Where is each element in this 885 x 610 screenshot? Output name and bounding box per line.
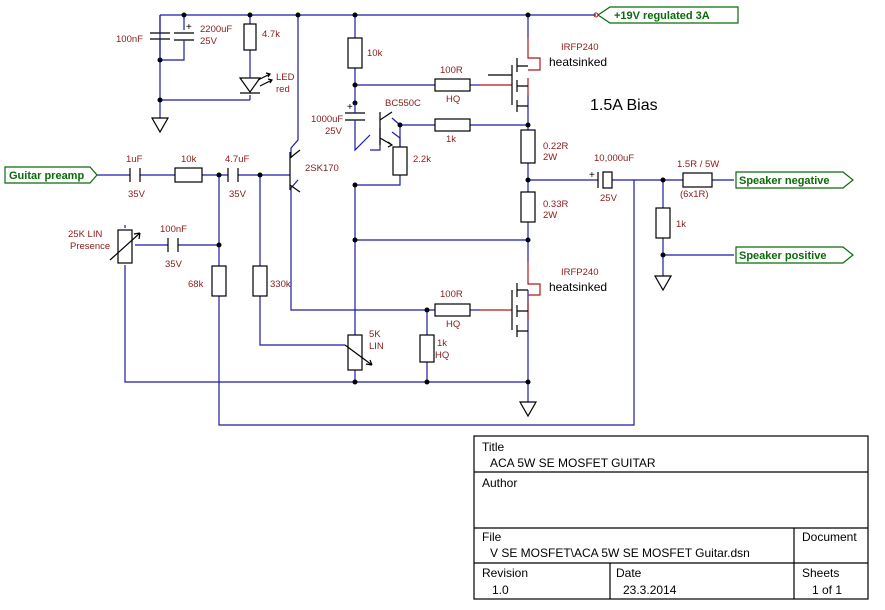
resistor-1k-mid [434,118,471,132]
file-label: File [482,530,502,544]
resistor-4k7 [243,23,257,51]
resistor-10k-top [347,37,363,69]
sheets-value: 1 of 1 [812,583,842,597]
date-value: 23.3.2014 [623,583,677,597]
resistor-1r5 [682,172,713,188]
label-r10k-input: 10k [181,154,197,165]
wires [95,14,734,426]
label-pot-presence: 25K LIN [68,229,102,240]
resistor-1k-bottom [419,334,435,363]
resistor-100r-bottom [434,303,471,317]
port-speaker-positive: Speaker positive [735,246,854,264]
label-c1uf-voltage: 35V [128,189,146,200]
label-pot-5k: 5K [369,329,381,340]
port-input: Guitar preamp [4,166,98,184]
label-r033: 0.33R [543,199,568,210]
label-r1k-bottom-hq: HQ [435,350,449,361]
sheets-label: Sheets [802,566,839,580]
label-r1r5: 1.5R / 5W [677,159,719,170]
label-r1k-out: 1k [676,219,686,230]
label-r022-watts: 2W [543,152,557,163]
resistor-1k-out [655,207,671,239]
revision-label: Revision [482,566,528,580]
label-r100r-top-hq: HQ [446,94,460,105]
label-c100nf-top: 100nF [116,34,143,45]
label-r022: 0.22R [543,141,568,152]
label-q-bc550c: BC550C [385,98,421,109]
label-r033-watts: 2W [543,210,557,221]
resistor-330k [252,265,268,297]
label-r4k7: 4.7k [262,29,280,40]
label-c1uf: 1uF [126,154,143,165]
label-pot-presence-name: Presence [70,241,110,252]
label-bias: 1.5A Bias [590,97,658,114]
document-label: Document [802,530,857,544]
label-r2k2: 2.2k [413,154,431,165]
title-label: Title [482,440,505,454]
label-q-lower-note: heatsinked [549,280,607,294]
label-led: LED [276,72,295,83]
port-speaker-positive-label: Speaker positive [739,250,826,262]
label-r1r5-note: (6x1R) [680,189,709,200]
label-pot-5k-lin: LIN [369,341,384,352]
resistor-68k [211,265,227,297]
label-r68k: 68k [188,279,204,290]
resistor-022r [520,129,536,164]
label-led-color: red [276,84,290,95]
date-label: Date [616,566,642,580]
resistor-033r [520,191,536,223]
revision-value: 1.0 [492,583,509,597]
resistor-10k-input [174,167,203,183]
resistor-2k2 [392,146,408,176]
label-r1k-bottom: 1k [437,338,447,349]
label-r10k-top: 10k [367,48,383,59]
ground-symbols [150,117,673,418]
label-q-2sk170: 2SK170 [305,163,339,174]
port-input-label: Guitar preamp [9,170,84,182]
author-label: Author [482,476,517,490]
label-c10000uf: 10,000uF [594,153,634,164]
label-r100r-bottom: 100R [440,289,463,300]
port-speaker-negative-label: Speaker negative [739,175,830,187]
component-leads [480,38,541,320]
label-c1000uf-voltage: 25V [325,126,343,137]
label-c4u7: 4.7uF [225,154,249,165]
label-c100nf-presence: 100nF [160,224,187,235]
label-c10000uf-voltage: 25V [600,193,618,204]
component-labels: 100nF 2200uF 25V 4.7k LED red 10k 100R H… [68,24,719,361]
port-speaker-negative: Speaker negative [735,171,854,189]
resistors [109,23,713,371]
title-value: ACA 5W SE MOSFET GUITAR [490,456,656,470]
svg-text:+: + [347,102,353,113]
label-c1000uf: 1000uF [311,114,343,125]
label-r1k-mid: 1k [446,134,456,145]
transistors [289,58,528,337]
led-red [238,70,273,94]
svg-text:+: + [186,22,192,33]
file-value: V SE MOSFET\ACA 5W SE MOSFET Guitar.dsn [490,546,750,560]
label-r100r-bottom-hq: HQ [446,319,460,330]
label-q-lower: IRFP240 [561,267,599,278]
label-c2200uf: 2200uF [200,24,232,35]
label-c2200uf-voltage: 25V [200,36,218,47]
label-c100nf-presence-voltage: 35V [165,259,183,270]
port-supply-label: +19V regulated 3A [614,10,710,22]
label-r100r-top: 100R [440,65,463,76]
label-q-upper: IRFP240 [561,42,599,53]
label-c4u7-voltage: 35V [229,189,247,200]
label-r330k: 330k [270,279,291,290]
port-supply: +19V regulated 3A [593,6,739,24]
resistor-100r-top [434,78,471,92]
label-q-upper-note: heatsinked [549,55,607,69]
title-block: Title ACA 5W SE MOSFET GUITAR Author Fil… [473,435,869,600]
svg-text:+: + [589,170,595,181]
capacitors: + + + [129,15,613,252]
